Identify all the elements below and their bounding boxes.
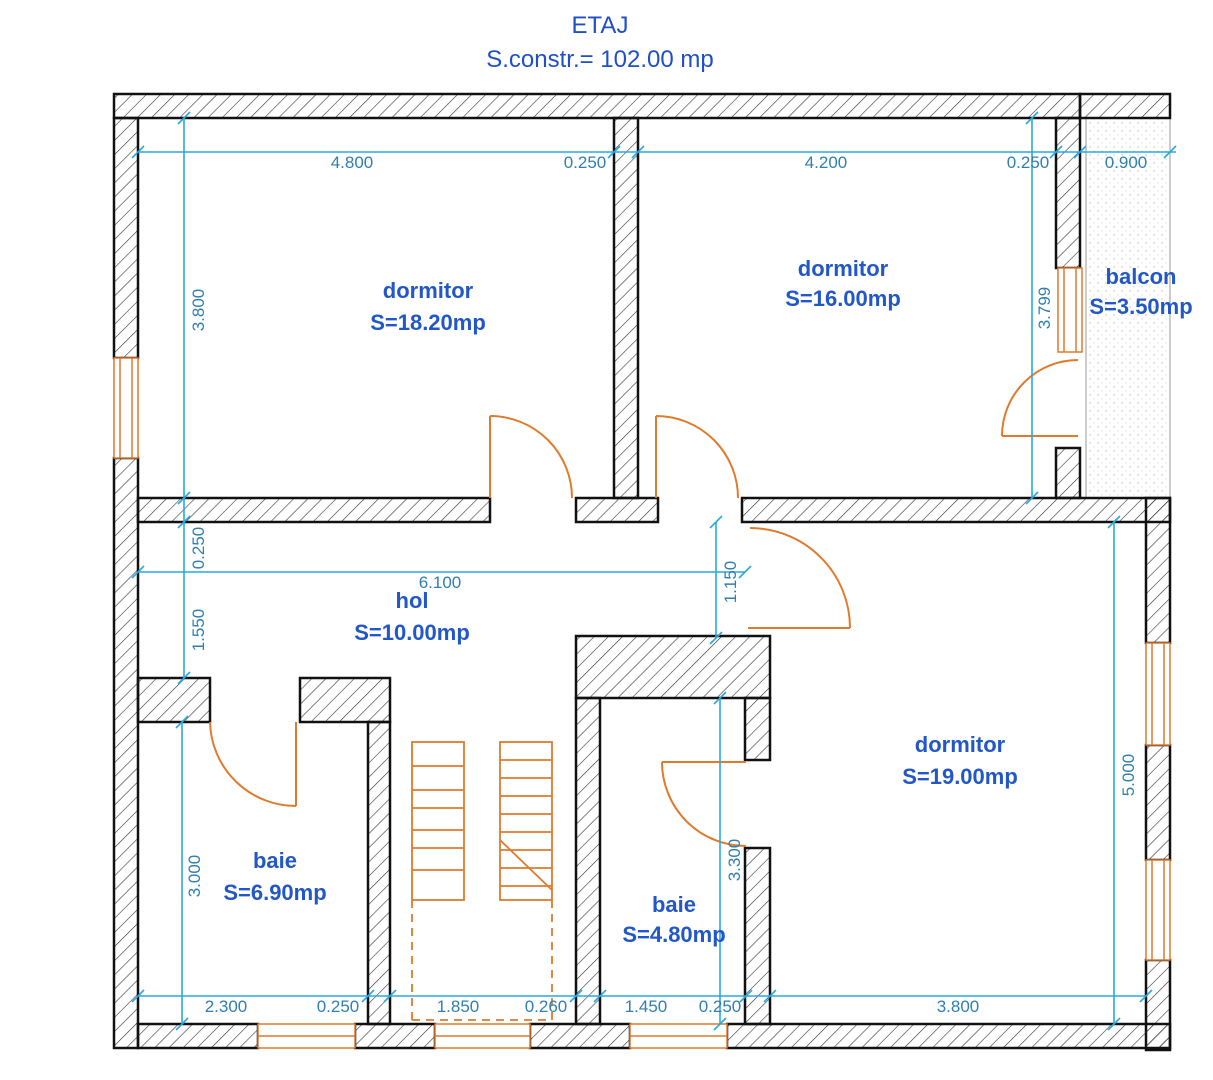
dim-top-3: 4.200	[805, 153, 848, 172]
room-area-bath-1: S=6.90mp	[223, 880, 326, 905]
dim-top-1: 4.800	[331, 153, 374, 172]
dim-right-height: 3.799	[1035, 287, 1054, 330]
dim-bottom-2: 0.250	[317, 997, 360, 1016]
dim-bottom-4: 0.260	[525, 997, 568, 1016]
floor-title: ETAJ	[571, 12, 629, 39]
dim-hall-width: 6.100	[419, 573, 462, 592]
walls	[112, 92, 1172, 1052]
room-area-balcony: S=3.50mp	[1089, 294, 1192, 319]
dimension-lines	[138, 118, 1176, 1024]
dim-bottom-7: 3.800	[937, 997, 980, 1016]
dim-bottom-3: 1.850	[437, 997, 480, 1016]
room-name-bath-2: baie	[652, 892, 696, 917]
windows	[113, 267, 1171, 1049]
dim-bottom-6: 0.250	[699, 997, 742, 1016]
dim-left-3: 1.550	[189, 609, 208, 652]
stairs	[411, 741, 553, 1021]
dim-left-2: 0.250	[189, 527, 208, 570]
room-name-bedroom-1: dormitor	[383, 278, 474, 303]
dim-bedroom3-height: 5.000	[1119, 754, 1138, 797]
room-name-bath-1: baie	[253, 848, 297, 873]
dim-top-4: 0.250	[1007, 153, 1050, 172]
doors	[209, 359, 1079, 847]
room-area-hall: S=10.00mp	[354, 620, 470, 645]
room-area-bedroom-3: S=19.00mp	[902, 764, 1018, 789]
dim-top-5: 0.900	[1105, 153, 1148, 172]
dim-top-2: 0.250	[564, 153, 607, 172]
room-area-bedroom-1: S=18.20mp	[370, 310, 486, 335]
room-name-balcony: balcon	[1106, 264, 1177, 289]
room-name-hall: hol	[396, 588, 429, 613]
dim-left-4: 3.000	[185, 855, 204, 898]
room-name-bedroom-3: dormitor	[915, 732, 1006, 757]
floor-area: S.constr.= 102.00 mp	[486, 46, 714, 73]
dim-left-1: 3.800	[189, 289, 208, 332]
dim-bath2-height: 3.300	[725, 839, 744, 882]
dimension-ticks	[131, 111, 1177, 1031]
room-name-bedroom-2: dormitor	[798, 256, 889, 281]
dim-bottom-5: 1.450	[625, 997, 668, 1016]
dim-door-gap: 1.150	[721, 561, 740, 604]
room-area-bedroom-2: S=16.00mp	[785, 286, 901, 311]
room-area-bath-2: S=4.80mp	[622, 922, 725, 947]
dim-bottom-1: 2.300	[205, 997, 248, 1016]
